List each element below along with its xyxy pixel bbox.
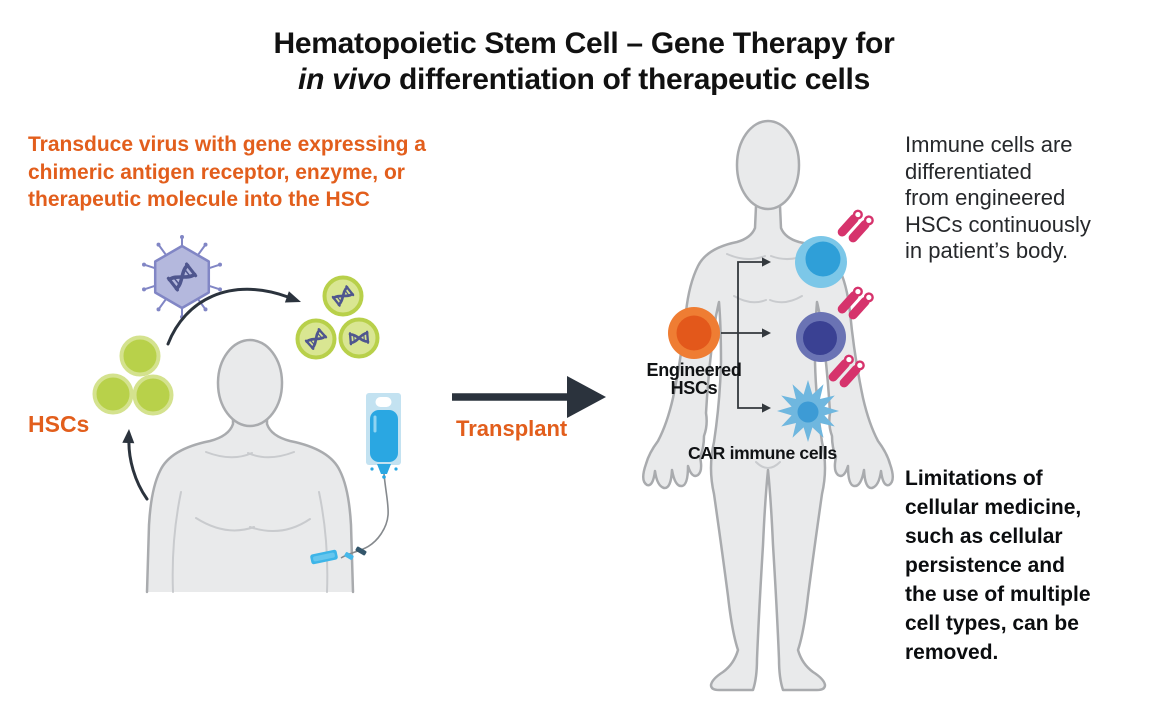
immune-cell-indigo-icon: [796, 312, 846, 362]
hsc-cells-icon: [92, 335, 174, 416]
immune-cell-blue-icon: [795, 236, 847, 288]
iv-bandage-icon: [310, 549, 338, 565]
title-line2-rest: differentiation of therapeutic cells: [390, 63, 870, 96]
engineered-hsc-cell-icon: [668, 307, 720, 359]
virus-icon: [142, 235, 222, 319]
car-immune-cells-label: CAR immune cells: [688, 443, 837, 463]
right-illustration: [642, 119, 894, 692]
patient-body-icon: [642, 119, 894, 692]
engineered-hscs-label: Engineered HSCs: [646, 360, 742, 398]
transplant-arrow-icon: [452, 376, 606, 418]
limitations-text: Limitations of cellular medicine, such a…: [905, 467, 1091, 664]
immune-cells-text: Immune cells are differentiated from eng…: [905, 132, 1091, 263]
hscs-label: HSCs: [28, 411, 90, 437]
dendritic-cell-icon: [777, 380, 839, 442]
transplant-label: Transplant: [456, 416, 568, 441]
car-receptor-icon: [834, 205, 876, 248]
differentiation-arrows-icon: [721, 257, 771, 413]
title-line1: Hematopoietic Stem Cell – Gene Therapy f…: [273, 27, 895, 60]
transduction-arrow-icon: [166, 287, 301, 346]
transduced-hsc-cells-icon: [295, 275, 380, 360]
collection-arrow-icon: [122, 429, 149, 501]
left-illustration: [92, 235, 606, 594]
title-line2-italic: in vivo: [298, 63, 391, 96]
iv-bag-icon: [310, 393, 401, 565]
page-title: Hematopoietic Stem Cell – Gene Therapy f…: [0, 26, 1168, 98]
title-line2: in vivo differentiation of therapeutic c…: [0, 62, 1168, 98]
patient-torso-icon: [145, 338, 355, 594]
transduction-caption: Transduce virus with gene expressing a c…: [28, 133, 426, 211]
